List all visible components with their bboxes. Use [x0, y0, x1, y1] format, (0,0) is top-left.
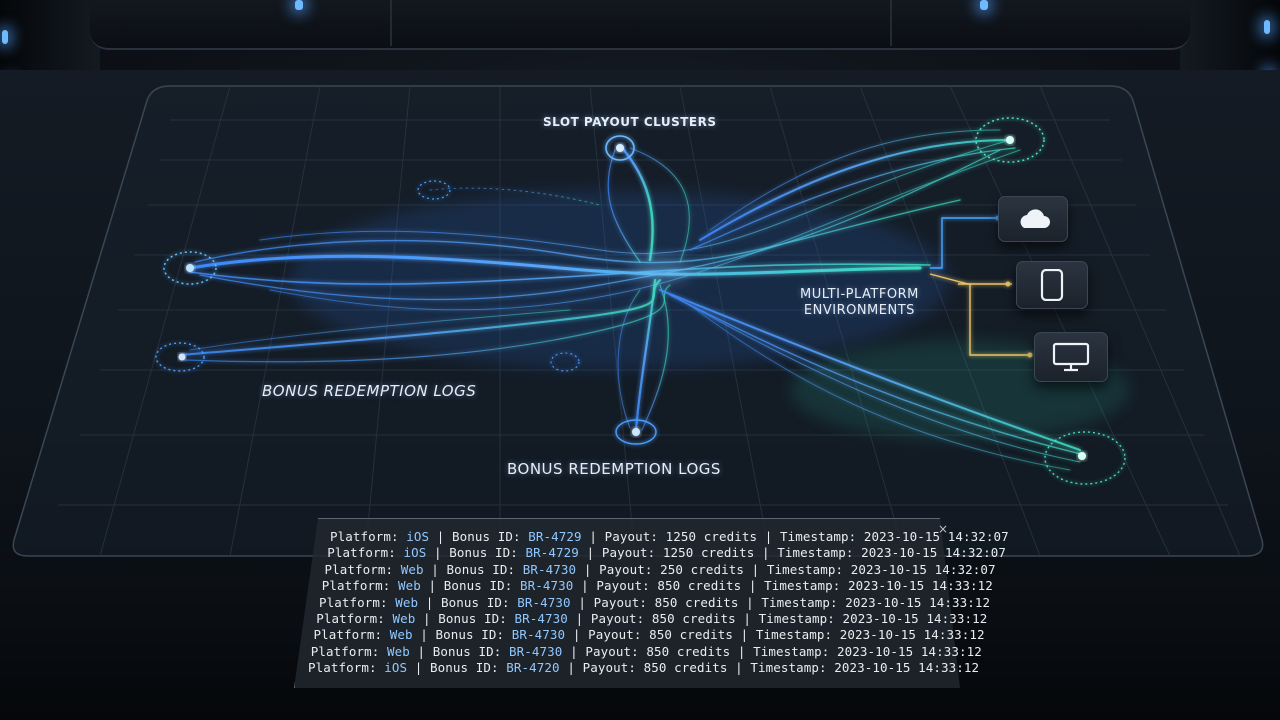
- connector-cloud: [930, 217, 998, 269]
- log-row: Platform: iOS | Bonus ID: BR-4720 | Payo…: [308, 660, 979, 675]
- log-platform-label: Platform:: [321, 578, 399, 594]
- node-mid-ring: [550, 352, 580, 372]
- close-icon[interactable]: ×: [937, 522, 949, 536]
- log-platform-label: Platform:: [319, 594, 396, 610]
- tablet-platform-tile[interactable]: [1016, 261, 1088, 309]
- node-left-cluster: [163, 251, 217, 285]
- wall-light: [1264, 20, 1270, 34]
- slot-clusters-label: SLOT PAYOUT CLUSTERS: [543, 115, 717, 129]
- log-payout-timestamp: | Payout: 850 credits | Timestamp: 2023-…: [573, 578, 993, 594]
- log-row: Platform: Web | Bonus ID: BR-4730 | Payo…: [311, 644, 982, 659]
- log-payout-timestamp: | Payout: 850 credits | Timestamp: 2023-…: [565, 627, 985, 643]
- ceiling-light: [980, 0, 988, 10]
- log-platform-label: Platform:: [308, 660, 385, 676]
- ceiling-seam: [890, 0, 892, 46]
- tablet-icon: [1040, 269, 1064, 301]
- log-bonus-label: | Bonus ID:: [426, 545, 526, 561]
- log-bonus-label: | Bonus ID:: [407, 660, 507, 676]
- data-streams: [179, 129, 1086, 471]
- node-right-top-core: [1006, 136, 1014, 144]
- multi-platform-label: MULTI-PLATFORM ENVIRONMENTS: [800, 287, 919, 319]
- log-bonus-label: | Bonus ID:: [409, 643, 510, 659]
- log-bonus-id-value: BR-4730: [520, 578, 574, 594]
- log-platform-label: Platform:: [313, 627, 390, 643]
- log-payout-timestamp: | Payout: 850 credits | Timestamp: 2023-…: [567, 611, 988, 626]
- log-platform-value: Web: [387, 643, 410, 659]
- log-bonus-id-value: BR-4730: [511, 627, 566, 643]
- connector-monitor: [958, 283, 1030, 356]
- node-top-core: [616, 144, 624, 152]
- log-bonus-id-value: BR-4720: [506, 660, 560, 676]
- ceiling-panel: [90, 0, 1190, 50]
- log-payout-timestamp: | Payout: 850 credits | Timestamp: 2023-…: [562, 643, 982, 659]
- node-top-cluster: [605, 135, 635, 161]
- multi-platform-line1: MULTI-PLATFORM: [800, 287, 919, 302]
- log-bonus-label: | Bonus ID:: [429, 529, 529, 544]
- log-bonus-label: | Bonus ID:: [418, 594, 518, 610]
- log-bonus-id-value: BR-4730: [522, 561, 577, 577]
- node-right-bottom-core: [1078, 452, 1086, 460]
- log-bonus-label: | Bonus ID:: [423, 561, 523, 577]
- node-bottom-core: [632, 428, 640, 436]
- log-bonus-label: | Bonus ID:: [412, 627, 512, 643]
- cloud-icon: [1020, 209, 1050, 228]
- platform-connectors: [929, 215, 1033, 358]
- stream-glow: [290, 190, 950, 370]
- node-right-top-cluster: [975, 117, 1045, 163]
- log-bonus-id-value: BR-4729: [525, 545, 579, 561]
- log-platform-value: iOS: [384, 660, 408, 676]
- log-platform-label: Platform:: [327, 545, 404, 561]
- cloud-platform-tile[interactable]: [998, 196, 1068, 242]
- bonus-logs-bottom-label: BONUS REDEMPTION LOGS: [507, 460, 721, 478]
- log-row: Platform: Web | Bonus ID: BR-4730 | Payo…: [319, 595, 990, 610]
- node-left-top-ring: [417, 180, 451, 200]
- log-payout-timestamp: | Payout: 1250 credits | Timestamp: 2023…: [578, 545, 1006, 561]
- node-center-hub: [630, 258, 690, 282]
- log-bonus-label: | Bonus ID:: [420, 578, 521, 594]
- log-platform-label: Platform:: [316, 611, 393, 626]
- log-platform-value: Web: [392, 611, 416, 626]
- log-payout-timestamp: | Payout: 250 credits | Timestamp: 2023-…: [576, 561, 996, 577]
- ceiling-light: [295, 0, 303, 10]
- log-platform-value: iOS: [406, 529, 430, 544]
- log-platform-label: Platform:: [330, 529, 407, 544]
- log-payout-timestamp: | Payout: 1250 credits | Timestamp: 2023…: [581, 529, 1009, 544]
- multi-platform-line2: ENVIRONMENTS: [803, 303, 915, 318]
- log-platform-value: Web: [400, 561, 424, 577]
- log-platform-value: iOS: [403, 545, 427, 561]
- log-platform-value: Web: [389, 627, 413, 643]
- log-bonus-id-value: BR-4729: [528, 529, 582, 544]
- log-row: Platform: Web | Bonus ID: BR-4730 | Payo…: [322, 578, 993, 593]
- log-row: Platform: iOS | Bonus ID: BR-4729 | Payo…: [327, 545, 1006, 560]
- ceiling-seam: [390, 0, 392, 46]
- log-row: Platform: Web | Bonus ID: BR-4730 | Payo…: [314, 627, 985, 642]
- log-bonus-id-value: BR-4730: [517, 594, 571, 610]
- log-row: Platform: iOS | Bonus ID: BR-4729 | Payo…: [330, 529, 1009, 544]
- log-payout-timestamp: | Payout: 850 credits | Timestamp: 2023-…: [570, 594, 991, 610]
- log-platform-value: Web: [398, 578, 421, 594]
- wall-light: [2, 30, 8, 44]
- log-bonus-id-value: BR-4730: [509, 643, 563, 659]
- bonus-logs-left-label: BONUS REDEMPTION LOGS: [262, 382, 477, 400]
- monitor-platform-tile[interactable]: [1034, 332, 1108, 382]
- log-platform-value: Web: [395, 594, 419, 610]
- node-right-bottom-cluster: [1044, 431, 1126, 485]
- log-platform-label: Platform:: [324, 561, 401, 577]
- log-bonus-id-value: BR-4730: [514, 611, 568, 626]
- log-platform-label: Platform:: [310, 643, 388, 659]
- stream-nodes: [155, 117, 1126, 485]
- log-row: Platform: Web | Bonus ID: BR-4730 | Payo…: [316, 611, 987, 626]
- log-row: Platform: Web | Bonus ID: BR-4730 | Payo…: [325, 562, 996, 577]
- node-bottom: [615, 419, 657, 445]
- bonus-log-panel[interactable]: [294, 518, 960, 688]
- node-left-core: [186, 264, 194, 272]
- log-bonus-label: | Bonus ID:: [415, 611, 515, 626]
- monitor-icon: [1052, 342, 1090, 372]
- log-payout-timestamp: | Payout: 850 credits | Timestamp: 2023-…: [559, 660, 980, 676]
- node-lower-left: [155, 342, 205, 372]
- node-lower-left-core: [178, 353, 186, 361]
